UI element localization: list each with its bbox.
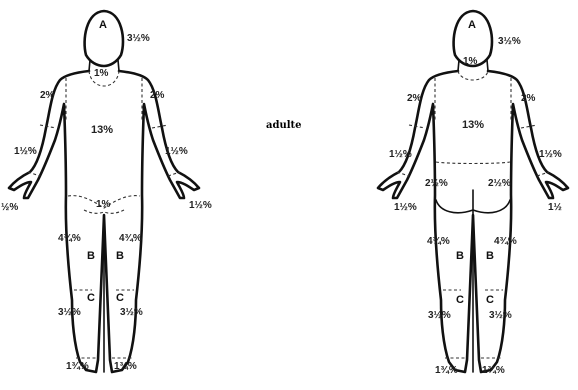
front-neck-label: 1% [94, 68, 109, 79]
back-foot-left-label: 1¾% [435, 365, 458, 376]
back-neck-label: 1% [463, 56, 478, 67]
back-thigh-letter-right: B [486, 250, 494, 262]
front-thigh-letter-left: B [87, 250, 95, 262]
back-buttock-left-label: 2½% [425, 178, 448, 189]
front-genital-label: 1% [96, 199, 111, 210]
front-foot-right-label: 1¾% [114, 361, 137, 372]
front-leg-right-label: 3½% [120, 307, 143, 318]
front-leg-letter-left: C [87, 292, 95, 304]
front-thigh-letter-right: B [116, 250, 124, 262]
front-leg-letter-right: C [116, 292, 124, 304]
back-leg-right-label: 3½% [489, 310, 512, 321]
back-shoulder-left-label: 2% [407, 93, 422, 104]
front-thigh-left-label: 4¾% [58, 233, 81, 244]
back-arm-inner-right [513, 104, 520, 134]
back-forearm-left-label: 1½% [389, 149, 412, 160]
back-leg-letter-right: C [486, 294, 494, 306]
front-leg-left-label: 3½% [58, 307, 81, 318]
front-arm-inner-right [144, 104, 151, 134]
front-foot-left-label: 1¾% [66, 361, 89, 372]
front-forearm-left-label: 1½% [14, 146, 37, 157]
back-trunk-label: 13% [462, 119, 484, 131]
back-leg-left-label: 3½% [428, 310, 451, 321]
back-hand-left-label: 1½% [394, 202, 417, 213]
back-arm-inner-left [426, 104, 433, 134]
front-head-letter: A [99, 19, 107, 31]
front-thigh-right-label: 4¾% [119, 233, 142, 244]
front-trunk-label: 13% [91, 124, 113, 136]
back-leg-letter-left: C [456, 294, 464, 306]
back-buttock-right-label: 2½% [488, 178, 511, 189]
center-label: adulte [266, 120, 302, 131]
back-thigh-right-label: 4¾% [494, 236, 517, 247]
front-hand-right-label: 1½% [189, 200, 212, 211]
front-forearm-right-label: 1½% [165, 146, 188, 157]
front-shoulder-left-label: 2% [40, 90, 55, 101]
back-forearm-right-label: 1½% [539, 149, 562, 160]
front-arm-inner-left [57, 104, 64, 134]
back-foot-right-label: 1¾% [482, 365, 505, 376]
back-head-letter: A [468, 19, 476, 31]
back-shoulder-right-label: 2% [521, 93, 536, 104]
back-thigh-left-label: 4¾% [427, 236, 450, 247]
back-thigh-letter-left: B [456, 250, 464, 262]
front-head-label: 3½% [127, 33, 150, 44]
front-shoulder-right-label: 2% [150, 90, 165, 101]
back-hand-right-label: 1½ [548, 202, 562, 213]
front-figure [9, 11, 199, 372]
front-hand-left-label: ½% [1, 202, 18, 213]
back-head-label: 3½% [498, 36, 521, 47]
